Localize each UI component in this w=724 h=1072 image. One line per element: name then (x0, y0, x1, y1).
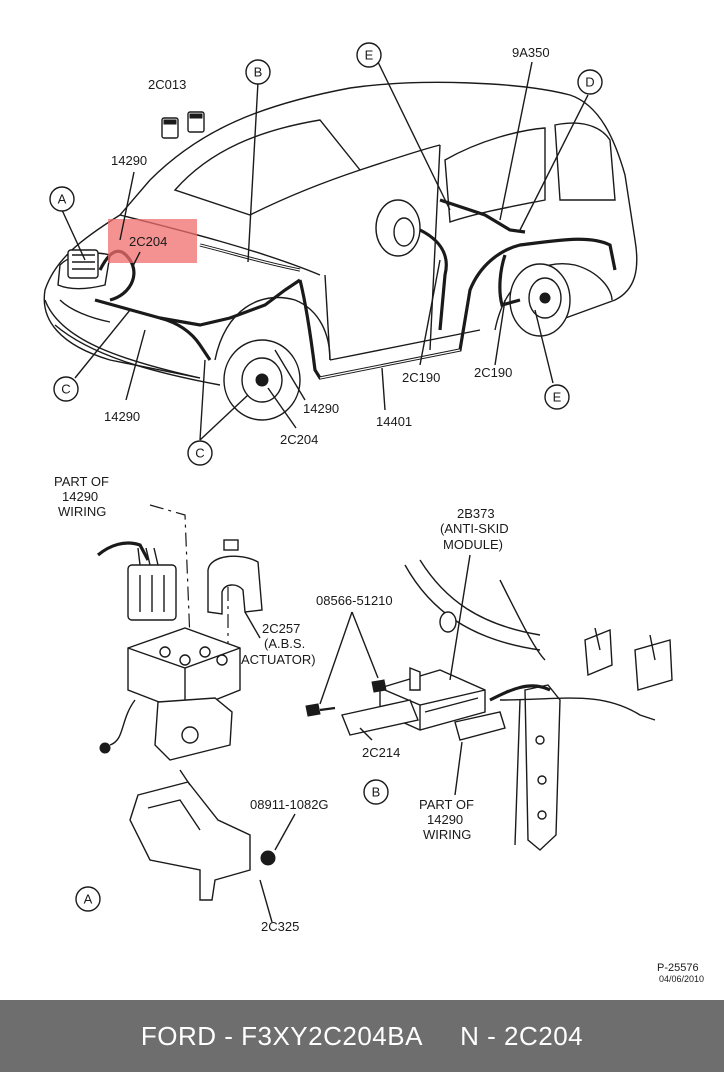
label-part-of-wiring-b-3: WIRING (423, 827, 471, 842)
reference-code: P-25576 (657, 962, 699, 974)
circle-callout-detail-a: A (75, 886, 101, 912)
rear-brake-rotor (509, 263, 571, 337)
reference-date: 04/06/2010 (659, 974, 704, 984)
label-2c190-right: 2C190 (474, 365, 512, 380)
label-2b373: 2B373 (457, 506, 495, 521)
label-part-of-wiring-b-1: PART OF (419, 797, 474, 812)
circle-callout-c-left: C (53, 376, 79, 402)
svg-text:A: A (58, 192, 67, 207)
vehicle-outline (43, 81, 638, 386)
circle-callout-e-bottom: E (544, 384, 570, 410)
brake-booster (375, 199, 421, 257)
circle-callout-a: A (49, 186, 75, 212)
part-number-caption: FORD - F3XY2C204BA N - 2C204 (140, 1020, 584, 1051)
label-2c013: 2C013 (148, 77, 186, 92)
label-part-of-wiring-a-1: PART OF (54, 474, 109, 489)
svg-text:E: E (553, 390, 562, 405)
svg-text:C: C (61, 382, 70, 397)
svg-text:C: C (195, 446, 204, 461)
circle-callout-c-bottom: C (187, 440, 213, 466)
label-2c214: 2C214 (362, 745, 400, 760)
svg-text:E: E (365, 48, 374, 63)
abs-actuator-in-vehicle (67, 249, 99, 279)
detail-a (96, 504, 296, 923)
label-9a350: 9A350 (512, 45, 550, 60)
label-08911-1082g: 08911-1082G (250, 797, 329, 812)
label-part-of-wiring-b-2: 14290 (427, 812, 463, 827)
svg-text:B: B (254, 65, 263, 80)
leader-lines (61, 61, 589, 441)
label-2c325: 2C325 (261, 919, 299, 934)
label-abs-1: (A.B.S. (264, 636, 305, 651)
connector-2c013 (161, 111, 205, 139)
label-2c190-left: 2C190 (402, 370, 440, 385)
circle-callout-e-top: E (356, 42, 382, 68)
detail-b (305, 554, 673, 851)
label-anti-skid-1: (ANTI-SKID (440, 521, 509, 536)
label-2c204-highlighted: 2C204 (129, 234, 167, 249)
svg-text:A: A (84, 892, 93, 907)
label-08566-51210: 08566-51210 (316, 593, 393, 608)
label-part-of-wiring-a-3: WIRING (58, 504, 106, 519)
svg-text:D: D (585, 75, 594, 90)
label-2c257: 2C257 (262, 621, 300, 636)
footer-bar: FORD - F3XY2C204BA N - 2C204 (0, 1000, 724, 1072)
label-14290-bottom: 14290 (104, 409, 140, 424)
wiring-harness-14290 (94, 198, 617, 380)
label-anti-skid-2: MODULE) (443, 537, 503, 552)
label-14401: 14401 (376, 414, 412, 429)
diagram-stage: 2C013 14290 2C204 14290 14290 2C204 1440… (43, 42, 704, 984)
svg-text:B: B (372, 785, 381, 800)
label-2c204-bottom: 2C204 (280, 432, 318, 447)
label-14290-right: 14290 (303, 401, 339, 416)
circle-callout-detail-b: B (363, 779, 389, 805)
circle-callout-d: D (577, 69, 603, 95)
label-abs-2: ACTUATOR) (241, 652, 316, 667)
label-part-of-wiring-a-2: 14290 (62, 489, 98, 504)
label-14290-top: 14290 (111, 153, 147, 168)
front-brake-rotor (223, 339, 301, 421)
circle-callout-b: B (245, 59, 271, 85)
parts-diagram: 2C013 14290 2C204 14290 14290 2C204 1440… (43, 42, 704, 984)
